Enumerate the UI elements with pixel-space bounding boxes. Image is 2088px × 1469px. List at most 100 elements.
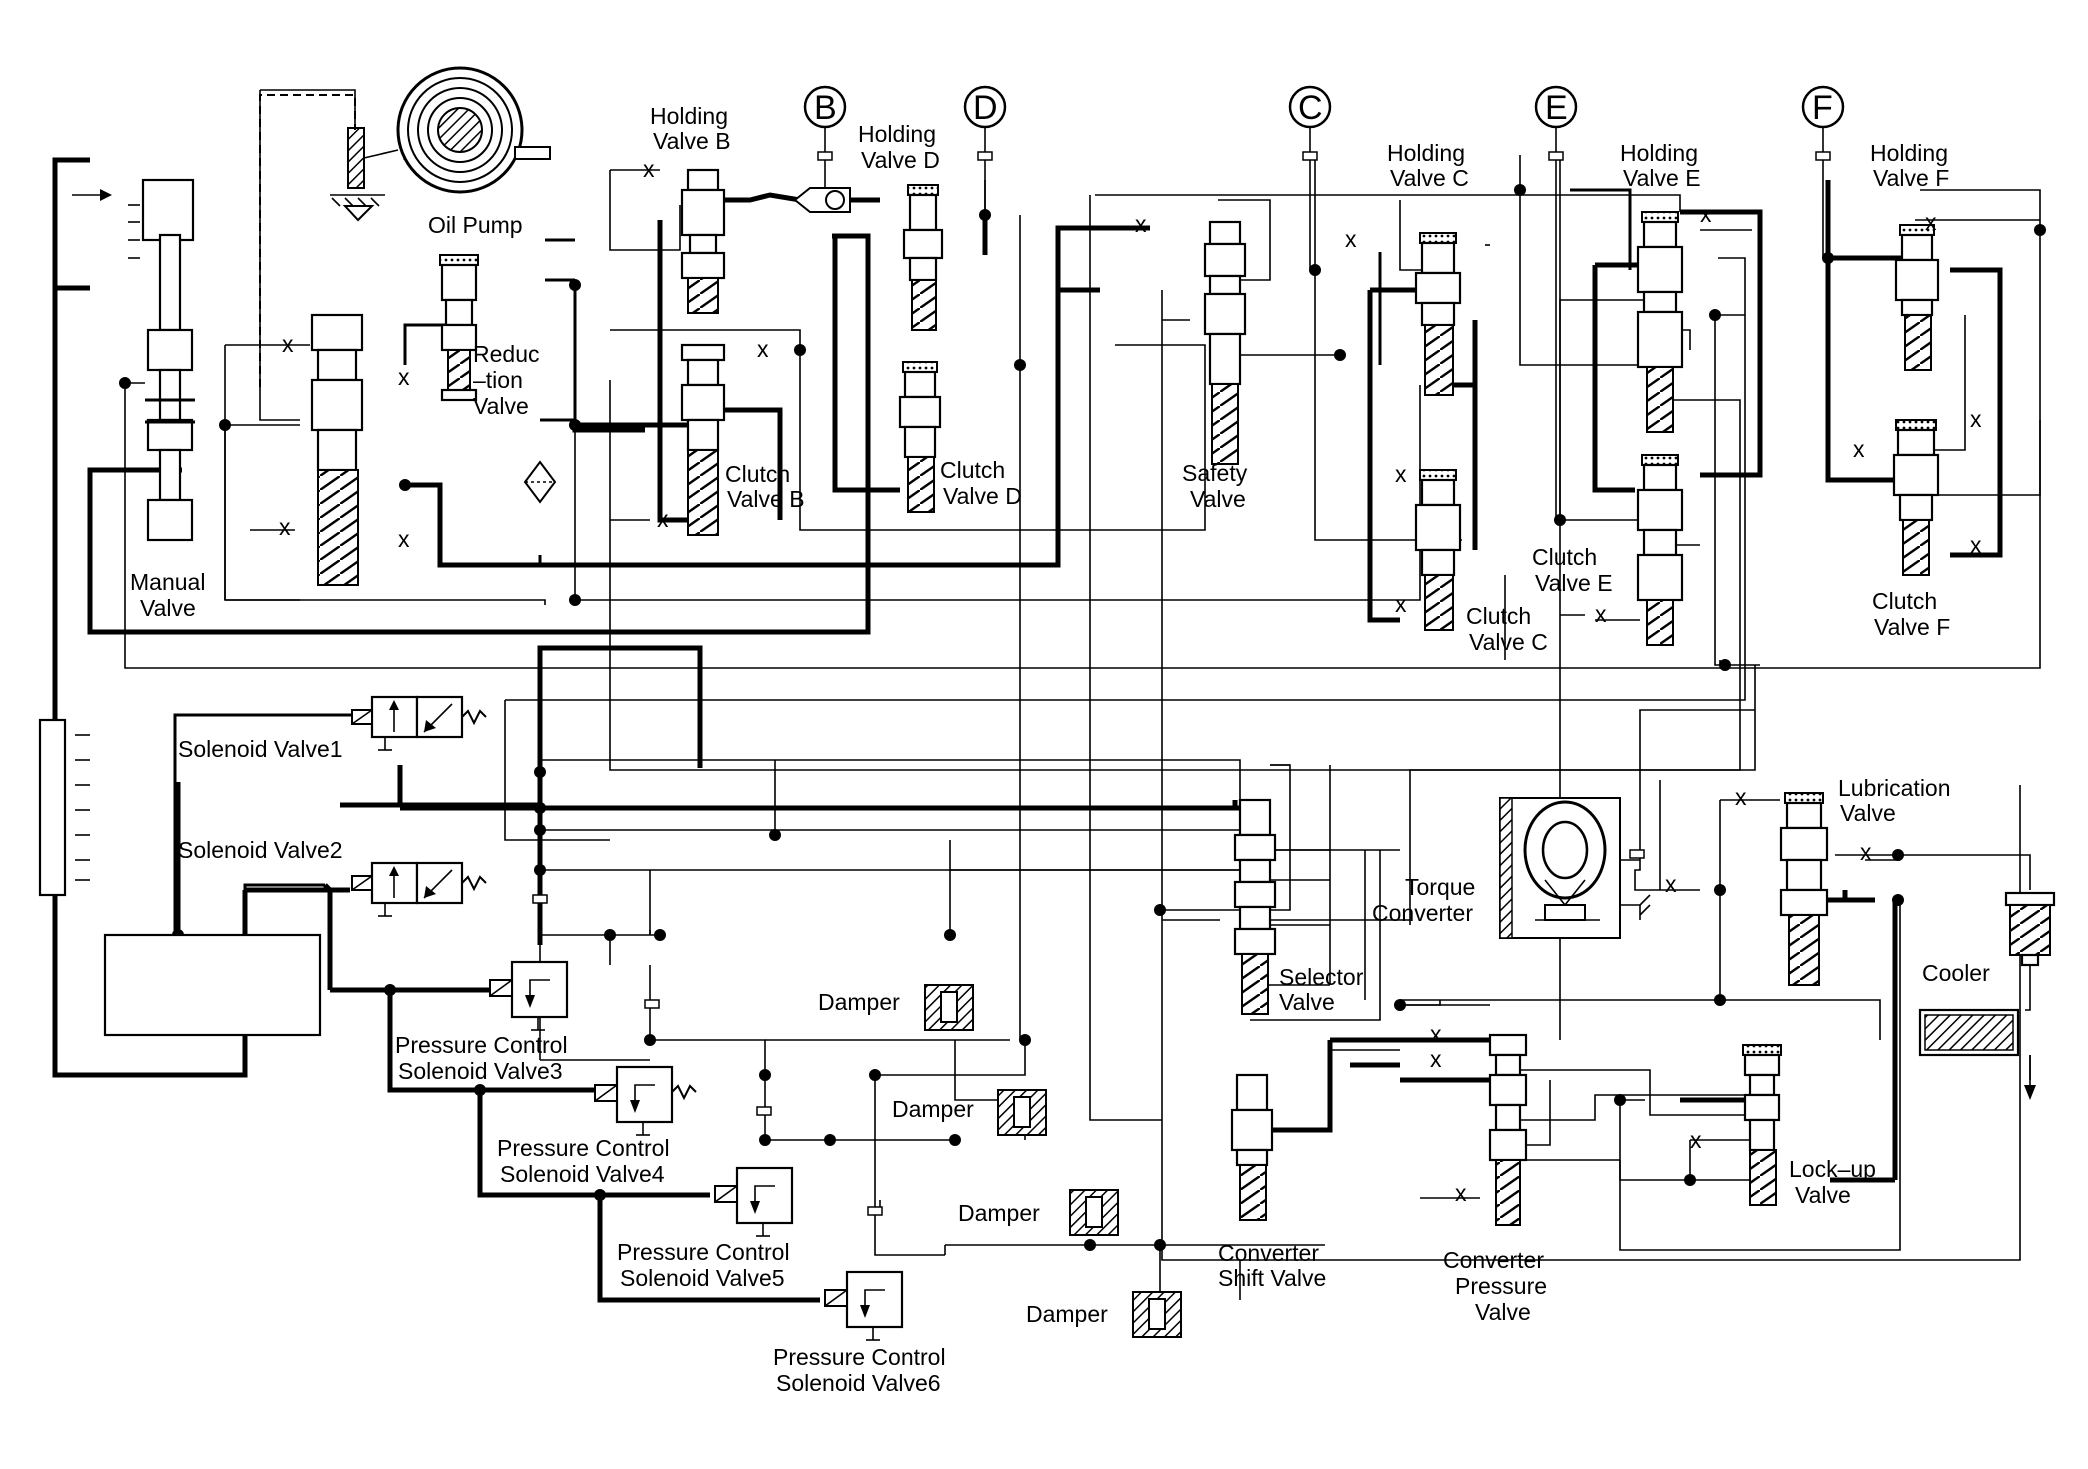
svg-text:x: x [1595,601,1607,627]
svg-text:x: x [1700,201,1712,227]
svg-text:x: x [1853,436,1865,462]
svg-text:x: x [1430,1021,1442,1047]
svg-text:x: x [1860,839,1872,865]
clutch-valve-d-label: Clutch Valve D [940,457,1022,509]
damper-4 [1132,1291,1182,1338]
filter [523,460,557,504]
holding-valve-b [680,168,726,314]
manual-valve-label: Manual Valve [130,569,212,621]
holding-valve-e [1636,211,1684,433]
svg-text:x: x [1970,532,1982,558]
clutch-valve-f-label: Clutch Valve F [1872,588,1950,640]
solenoid-valve-2 [351,861,487,917]
svg-text:x: x [1345,226,1357,252]
svg-text:D: D [973,89,998,127]
orifices [532,849,1645,1216]
pressure-control-solenoid-valve-3 [489,960,569,1031]
holding-valve-f-label: Holding Valve F [1870,140,1954,191]
pressure-control-solenoid-valve-4 [594,1065,697,1136]
reduction-valve-label: Reduc –tion Valve [473,341,546,419]
pressure-control-solenoid-valve-6 [824,1270,904,1341]
svg-text:x: x [1395,461,1407,487]
svg-text:B: B [814,89,837,127]
damper-1-label: Damper [818,989,900,1015]
damper-4-label: Damper [1026,1301,1108,1327]
holding-valve-e-label: Holding Valve E [1620,140,1704,191]
solenoid-valve-1 [351,695,487,751]
svg-text:x: x [282,331,294,357]
lubrication-valve [1779,792,1829,986]
damper-1 [924,984,974,1031]
converter-pressure-valve [1488,1033,1528,1226]
holding-valve-c-label: Holding Valve C [1387,140,1471,191]
oil-pump-label: Oil Pump [428,212,523,238]
pcsv4-label: Pressure Control Solenoid Valve4 [497,1135,676,1187]
svg-text:x: x [1690,1127,1702,1153]
clutch-valve-c [1414,469,1462,631]
svg-text:x: x [279,514,291,540]
regulator-valve [310,313,364,586]
holding-valve-c [1414,232,1462,396]
hydraulic-lines [52,89,2041,1303]
svg-text:x: x [398,364,410,390]
lockup-valve [1742,1044,1782,1206]
oil-filter [2004,891,2056,967]
clutch-marker-c: C [1288,85,1332,270]
oil-pump [330,66,551,222]
clutch-marker-e: E [1534,85,1578,520]
torque-converter-label: Torque Converter [1372,874,1482,926]
svg-text:x: x [1395,591,1407,617]
lubrication-valve-label: Lubrication Valve [1838,775,1957,826]
reduction-valve [439,254,479,402]
svg-text:C: C [1298,89,1323,127]
safety-valve [1203,220,1247,465]
clutch-marker-b: B [803,85,847,190]
holding-valve-d-label: Holding Valve D [858,121,942,173]
svg-text:x: x [657,506,669,532]
svg-text:x: x [1135,211,1147,237]
junction-dots [119,184,2046,1251]
svg-text:E: E [1545,89,1568,127]
control-unit [103,713,375,1037]
solenoid-valve-1-label: Solenoid Valve1 [178,736,343,762]
holding-valve-b-label: Holding Valve B [650,103,734,154]
pressure-control-solenoid-valve-5 [714,1166,794,1237]
level-scale [38,718,90,897]
converter-pressure-valve-label: Converter Pressure Valve [1443,1247,1553,1325]
clutch-marker-d: D [963,85,1007,215]
selector-valve [1233,798,1277,1015]
svg-text:x: x [1430,1046,1442,1072]
svg-text:x: x [398,526,410,552]
pcsv5-label: Pressure Control Solenoid Valve5 [617,1239,796,1291]
svg-text:x: x [1735,784,1747,810]
cooler-label: Cooler [1922,960,1990,986]
safety-valve-label: Safety Valve [1182,460,1254,512]
damper-3 [1069,1189,1119,1236]
clutch-valve-e-label: Clutch Valve E [1532,544,1613,596]
clutch-marker-f: F [1801,85,1845,258]
selector-valve-label: Selector Valve [1279,964,1370,1015]
svg-text:x: x [1455,1180,1467,1206]
svg-text:x: x [1970,406,1982,432]
solenoid-valve-2-label: Solenoid Valve2 [178,837,343,863]
clutch-valve-f [1892,419,1940,576]
svg-text:x: x [1925,209,1937,235]
clutch-valve-b-label: Clutch Valve B [725,461,805,512]
clutch-valve-d [898,361,942,513]
svg-text:x: x [643,156,655,182]
restriction-marks: x x x x x x x x x x x x x x x x x x x x … [279,156,1982,1206]
shuttle-check-valve [793,187,851,213]
damper-3-label: Damper [958,1200,1040,1226]
torque-converter [1499,797,1651,939]
manual-valve [55,178,195,542]
dashed-feedback [259,94,356,387]
converter-shift-valve [1230,1073,1274,1221]
pcsv3-label: Pressure Control Solenoid Valve3 [395,1032,574,1084]
clutch-valve-b [680,343,726,536]
holding-valve-d [902,184,944,331]
clutch-valve-c-label: Clutch Valve C [1466,603,1548,655]
converter-shift-valve-label: Converter Shift Valve [1218,1240,1326,1291]
svg-text:F: F [1812,89,1833,127]
damper-2-label: Damper [892,1096,974,1122]
